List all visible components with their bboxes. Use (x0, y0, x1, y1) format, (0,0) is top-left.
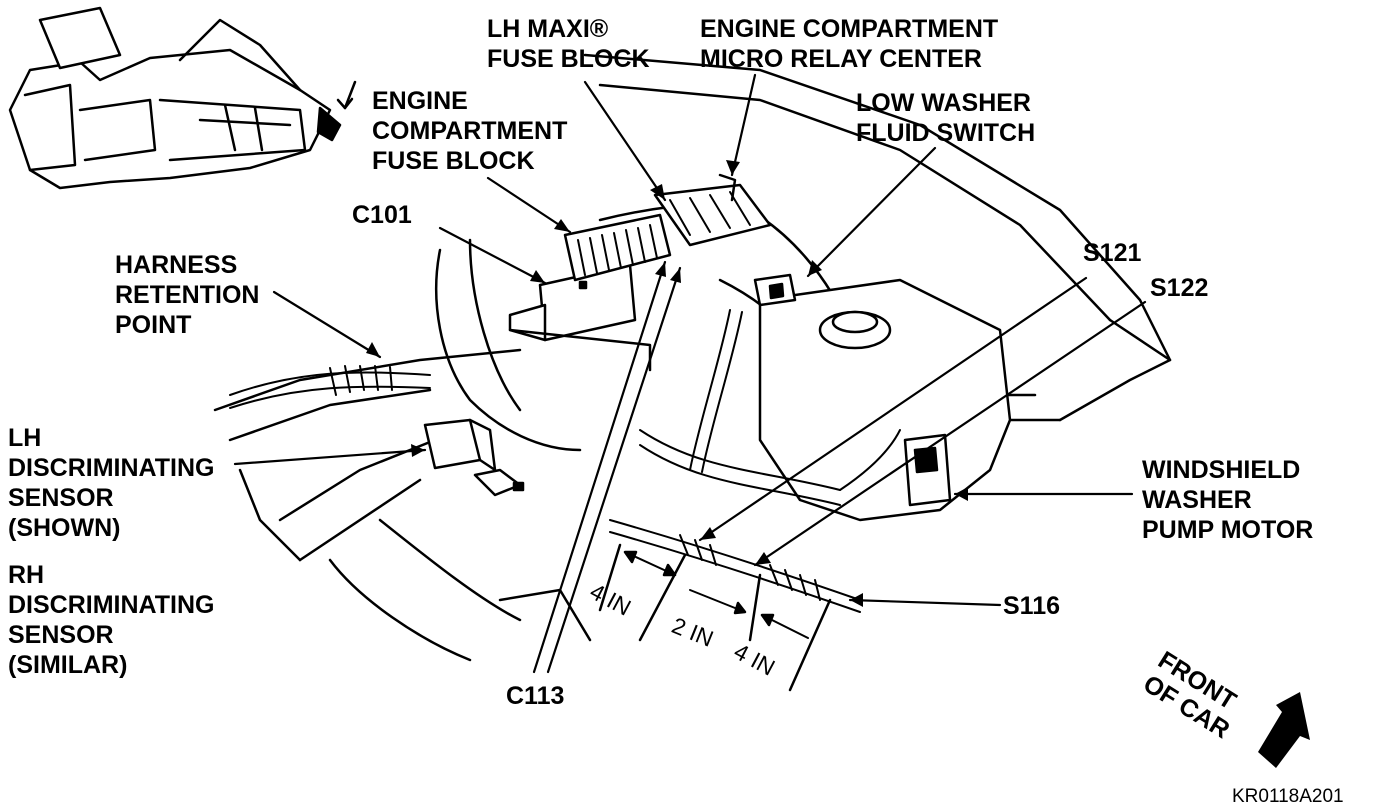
label-low-washer-fluid-switch: LOW WASHER FLUID SWITCH (856, 89, 1036, 147)
label-c101: C101 (352, 201, 412, 229)
figure-reference-id: KR0118A201 (1232, 786, 1344, 807)
label-s122: S122 (1150, 274, 1209, 302)
label-harness-retention-point: HARNESS RETENTION POINT (115, 251, 260, 339)
vehicle-location-inset (8, 6, 357, 190)
label-lh-maxi-fuse-block: LH MAXI® FUSE BLOCK (487, 15, 650, 73)
label-windshield-washer-pump-motor: WINDSHIELD WASHER PUMP MOTOR (1142, 456, 1314, 544)
label-lh-discriminating-sensor: LH DISCRIMINATING SENSOR (SHOWN) (8, 424, 215, 542)
label-s121: S121 (1083, 239, 1142, 267)
label-s116: S116 (1003, 592, 1061, 620)
label-engine-compartment-fuse-block: ENGINE COMPARTMENT FUSE BLOCK (372, 87, 568, 175)
label-c113: C113 (506, 682, 565, 710)
label-engine-compartment-micro-relay-center: ENGINE COMPARTMENT MICRO RELAY CENTER (700, 15, 999, 73)
front-direction-arrow (1258, 692, 1310, 768)
label-rh-discriminating-sensor: RH DISCRIMINATING SENSOR (SIMILAR) (8, 561, 215, 679)
